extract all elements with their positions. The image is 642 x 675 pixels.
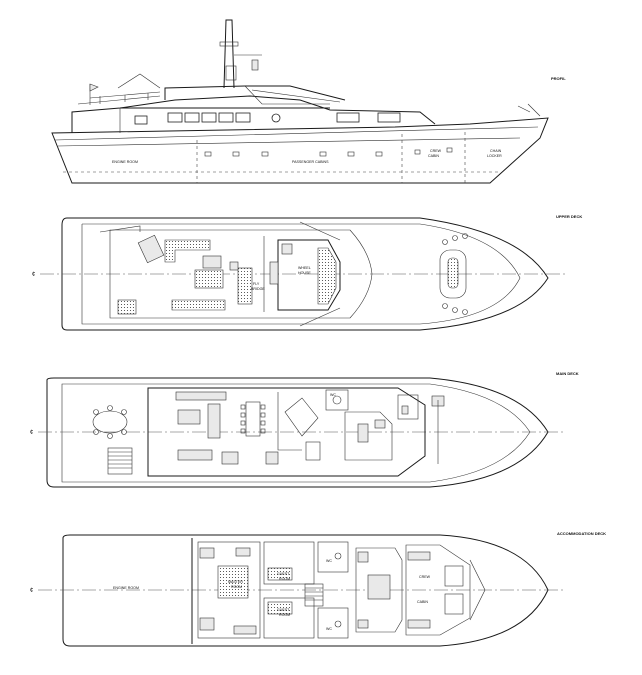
main-deck-title: MAIN DECK [556, 371, 579, 376]
upper-deck-title: UPPER DECK [556, 214, 582, 219]
profile-engine-room-label: ENGINE ROOM [112, 160, 138, 164]
guest-room-1-label-1: GUEST [277, 572, 290, 576]
upper-deck-plan: UPPER DECK ¢ WHEEL HOUSE FLY BRIDGE [32, 214, 582, 331]
master-room-label-2: ROOM [231, 585, 242, 589]
master-room-label-1: MASTER [228, 580, 243, 584]
accommodation-deck-title: ACCOMMODATION DECK [557, 531, 606, 536]
main-deck-plan: MAIN DECK ¢ WC [30, 371, 579, 488]
guest-room-2-label-2: ROOM [279, 613, 290, 617]
profile-passenger-cabins-label: PASSENGER CABINS [292, 160, 329, 164]
profile-crew-cabin-label-2: CABIN [428, 154, 439, 158]
fly-bridge-label-1: FLY [253, 282, 260, 286]
profile-chain-locker-label-1: CHAIN [490, 149, 502, 153]
accommodation-deck-plan: ACCOMMODATION DECK ¢ ENGINE ROOM MASTER … [30, 531, 606, 647]
main-deck-wc-label: WC [330, 393, 336, 397]
profile-title: PROFIL [551, 76, 566, 81]
wheel-house-label-2: HOUSE [298, 271, 311, 275]
accommodation-engine-room-label: ENGINE ROOM [113, 586, 139, 590]
accommodation-deck-centerline-mark: ¢ [30, 588, 33, 594]
fly-bridge-label-2: BRIDGE [251, 287, 265, 291]
crew-label: CREW [419, 575, 431, 579]
profile-crew-cabin-label-1: CREW [430, 149, 442, 153]
profile-view: PROFIL ENGINE ROOM PASSENGER CABINS CREW… [51, 19, 566, 184]
accommodation-wc-label-1: WC [326, 559, 332, 563]
crew-cabin-label: CABIN [417, 600, 428, 604]
guest-room-1-label-2: ROOM [279, 577, 290, 581]
profile-chain-locker-label-2: LOCKER [487, 154, 502, 158]
guest-room-2-label-1: GUEST [277, 608, 290, 612]
accommodation-wc-label-2: WC [326, 627, 332, 631]
upper-deck-centerline-mark: ¢ [32, 272, 35, 278]
main-deck-centerline-mark: ¢ [30, 430, 33, 436]
wheel-house-label-1: WHEEL [298, 266, 311, 270]
